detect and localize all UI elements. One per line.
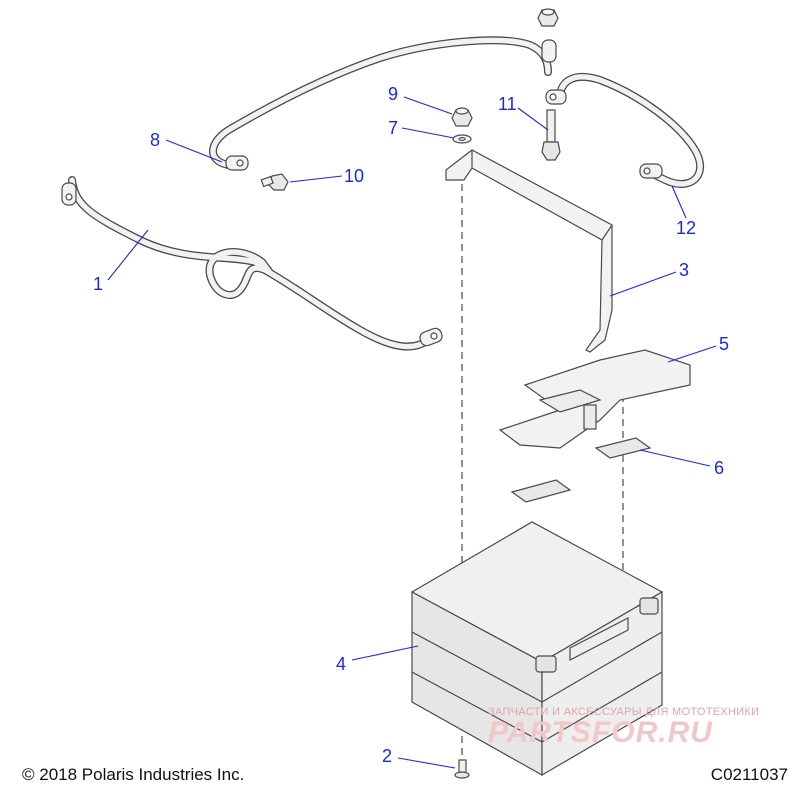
watermark-tagline: ЗАПЧАСТИ И АКСЕССУАРЫ ДЛЯ МОТОТЕХНИКИ [488, 706, 760, 718]
callout-7: 7 [388, 118, 398, 138]
leader-7 [401, 127, 455, 139]
callout-11: 11 [498, 94, 517, 114]
part-2-bolt [454, 759, 470, 779]
leader-5 [667, 345, 717, 363]
watermark-logo: PARTSFOR.RU [488, 716, 713, 749]
part-8-cable [209, 36, 557, 171]
part-1-terminal-bottom-hole [430, 332, 438, 340]
part-12-terminal-end [639, 163, 663, 179]
leader-9 [403, 96, 453, 115]
part-12-terminal-end-hole [643, 167, 651, 175]
leader-11 [517, 107, 549, 131]
part-4-battery [410, 521, 664, 777]
callout-2: 2 [382, 746, 392, 766]
part-1-cable [61, 176, 443, 351]
leader-12 [671, 185, 687, 219]
copyright-text: © 2018 Polaris Industries Inc. [22, 765, 245, 784]
callout-6: 6 [714, 458, 724, 478]
watermark: ЗАПЧАСТИ И АКСЕССУАРЫ ДЛЯ МОТОТЕХНИКИ PA… [488, 706, 788, 750]
leader-10 [289, 175, 343, 183]
callout-3: 3 [679, 260, 689, 280]
drawing-code: C0211037 [710, 765, 788, 784]
callout-5: 5 [719, 334, 729, 354]
part-12-cable [545, 72, 704, 188]
part-12-terminal-top-hole [549, 93, 557, 101]
leader-2 [397, 757, 456, 769]
part-3-strap [445, 149, 613, 353]
callout-12: 12 [676, 218, 696, 238]
part-7-washer [452, 134, 472, 144]
part-6-pad [594, 437, 652, 459]
part-11-bolt [541, 109, 561, 161]
callout-8: 8 [150, 130, 160, 150]
leader-4 [351, 645, 419, 661]
part-6-pad-2 [510, 479, 572, 503]
part-9-nut [451, 107, 473, 127]
part-5-tray [498, 349, 691, 449]
terminal-nut-top [537, 8, 559, 27]
part-8-terminal-hole [236, 159, 244, 167]
leader-6 [639, 449, 711, 467]
callout-4: 4 [336, 654, 346, 674]
part-10-bolt [260, 173, 289, 191]
callout-9: 9 [388, 84, 398, 104]
leader-3 [609, 271, 677, 297]
leader-1 [107, 229, 149, 281]
leader-8 [165, 139, 223, 163]
callout-10: 10 [344, 166, 364, 186]
part-8-terminal-top [541, 39, 557, 63]
part-1-terminal-top-hole [65, 193, 73, 201]
callout-1: 1 [93, 274, 103, 294]
